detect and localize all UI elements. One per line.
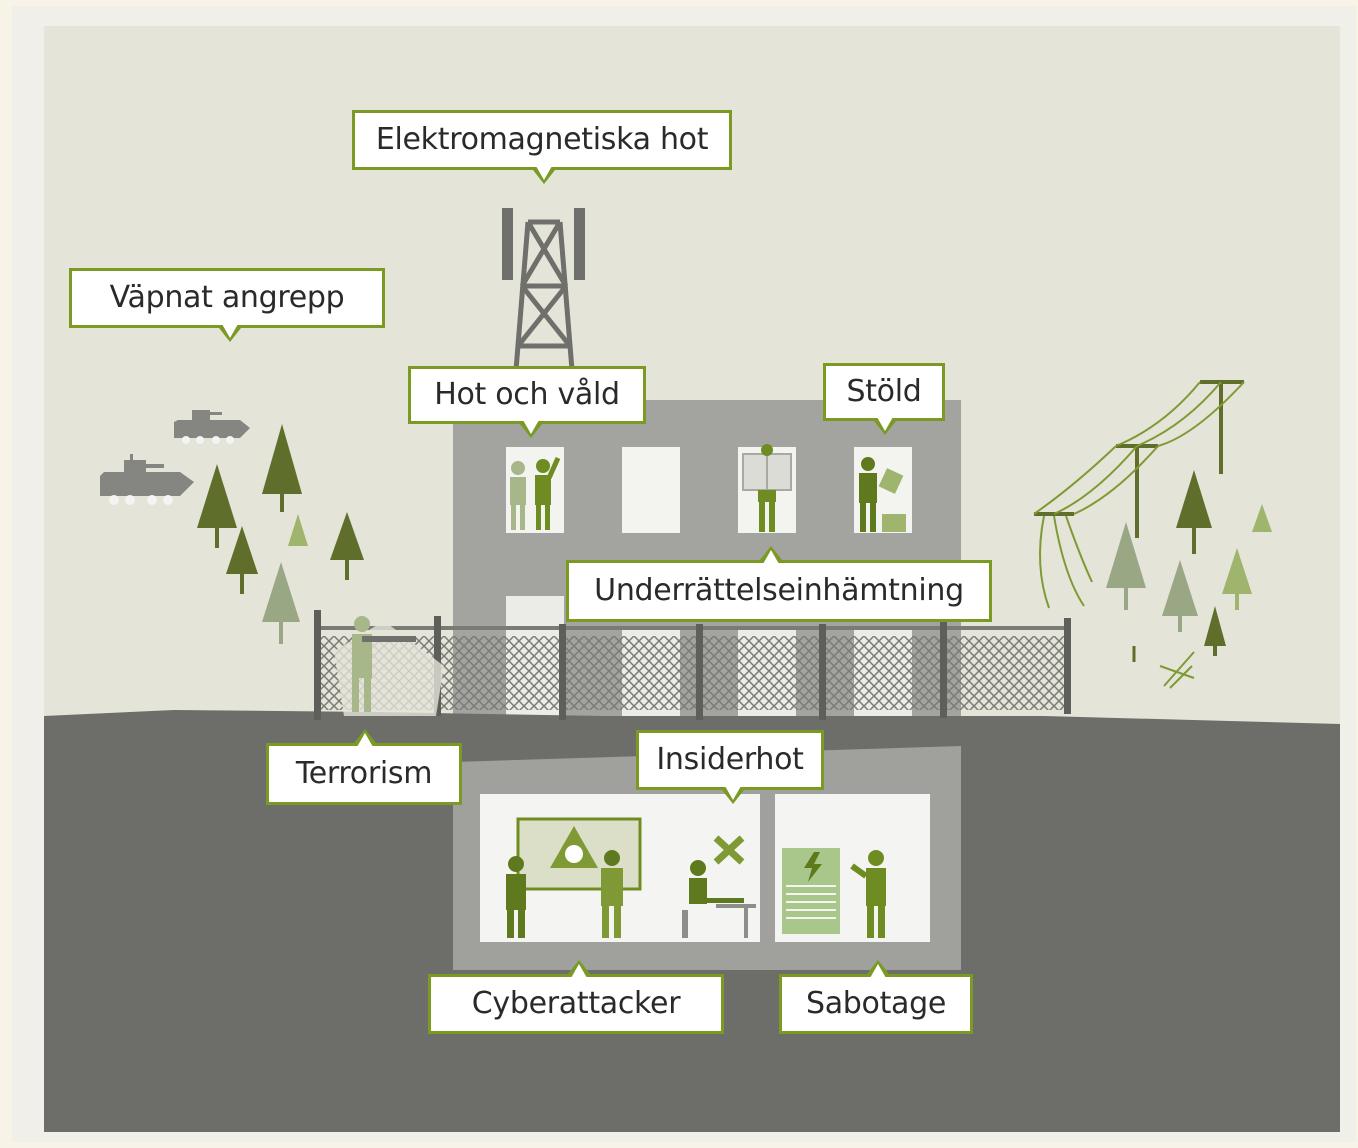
callout-theft: Stöld: [823, 363, 945, 435]
callout-insider-threat: Insiderhot: [636, 730, 824, 804]
saboteur-figure-icon: [850, 850, 886, 938]
callout-electromagnetic-threats: Elektromagnetiska hot: [352, 110, 732, 184]
callout-label: Stöld: [846, 374, 922, 409]
callout-label: Väpnat angrepp: [109, 280, 345, 315]
gunman-icon: [352, 616, 416, 712]
callout-armed-attack: Väpnat angrepp: [69, 268, 385, 342]
callout-label: Insiderhot: [656, 742, 804, 777]
insider-desk-icon: [682, 835, 756, 938]
spy-reading-icon: [742, 444, 792, 532]
threat-scene: Elektromagnetiska hot Väpnat angrepp Hot…: [44, 26, 1340, 1132]
hacker-figures-icon: [506, 850, 623, 938]
callout-label: Cyberattacker: [471, 986, 681, 1021]
fence: [314, 610, 1071, 720]
callout-threats-violence: Hot och våld: [408, 366, 646, 438]
power-cabinet-icon: [782, 848, 840, 934]
callout-label: Underrättelseinhämtning: [594, 573, 964, 608]
people-threat-icon: [510, 456, 561, 530]
forest-right: [1106, 470, 1272, 656]
callout-label: Hot och våld: [434, 377, 620, 412]
thief-icon: [859, 457, 906, 532]
power-lines-icon: [1033, 380, 1245, 689]
callout-cyber-attacks: Cyberattacker: [428, 960, 724, 1034]
cyber-attack-screen-icon: [516, 817, 642, 891]
armored-vehicle-icon: [100, 410, 250, 505]
callout-label: Sabotage: [805, 986, 947, 1021]
forest-left: [197, 424, 364, 644]
radio-tower-icon: [502, 208, 585, 371]
callout-label: Terrorism: [295, 756, 433, 791]
callout-sabotage: Sabotage: [779, 960, 973, 1034]
callout-label: Elektromagnetiska hot: [375, 122, 709, 157]
callout-terrorism: Terrorism: [266, 729, 462, 805]
callout-intelligence-gathering: Underrättelseinhämtning: [566, 546, 992, 622]
